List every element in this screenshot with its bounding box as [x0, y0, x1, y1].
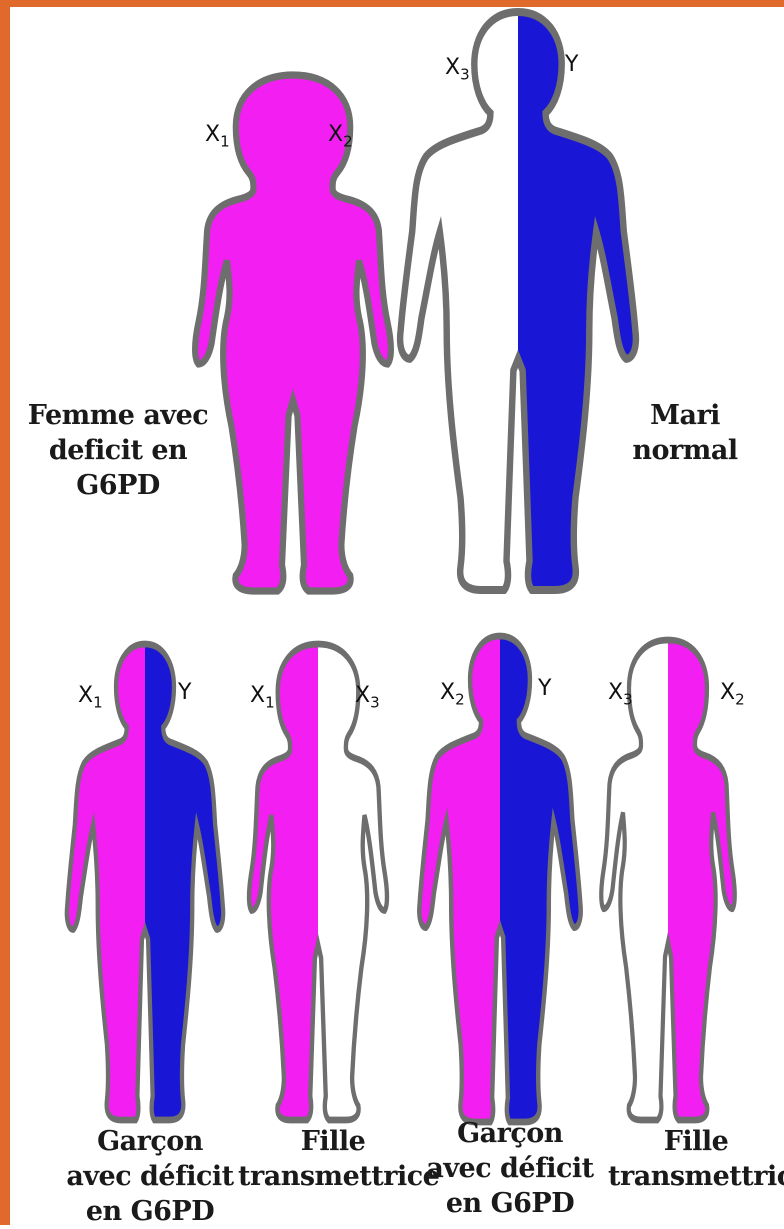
child-4-left-chromosome-label: X3: [608, 680, 633, 708]
father-figure: [334, 0, 702, 601]
child-1-figure: [23, 634, 267, 1129]
child-2-label: Fille transmettrice: [238, 1124, 428, 1194]
mother-right-chromosome-label: X2: [328, 122, 353, 150]
child-3-right-chromosome-label: Y: [538, 676, 551, 704]
mother-label: Femme avec deficit en G6PD: [18, 398, 218, 503]
child-2-figure: [194, 634, 442, 1129]
child-3-figure: [374, 626, 626, 1131]
child-2-left-chromosome-label: X1: [250, 683, 275, 711]
child-1-right-chromosome-label: Y: [178, 680, 191, 708]
father-label: Mari normal: [620, 398, 750, 468]
father-right-chromosome-label: Y: [565, 52, 578, 80]
child-4-figure: [548, 630, 784, 1129]
child-3-left-chromosome-label: X2: [440, 680, 465, 708]
child-1-left-chromosome-label: X1: [78, 683, 103, 711]
child-1-label: Garçon avec déficit en G6PD: [60, 1124, 240, 1229]
child-2-right-chromosome-label: X3: [355, 683, 380, 711]
child-3-label: Garçon avec déficit en G6PD: [420, 1116, 600, 1221]
child-4-right-chromosome-label: X2: [720, 680, 745, 708]
child-4-label: Fille transmettrice: [608, 1124, 784, 1194]
father-left-chromosome-label: X3: [445, 55, 470, 83]
mother-left-chromosome-label: X1: [205, 122, 230, 150]
